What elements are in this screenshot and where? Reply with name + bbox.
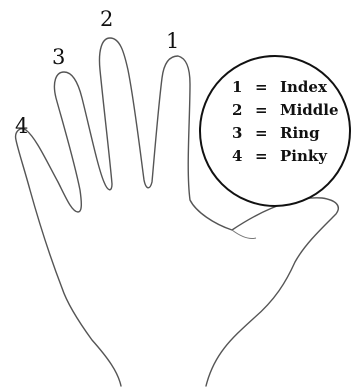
legend-equals: = — [255, 78, 268, 96]
legend-equals: = — [255, 124, 268, 142]
legend-equals: = — [255, 147, 268, 165]
finger-number-middle: 2 — [100, 7, 113, 31]
legend-number: 2 — [232, 101, 242, 119]
legend-name: Pinky — [280, 147, 328, 165]
legend-number: 4 — [232, 147, 242, 165]
legend-name: Index — [280, 78, 328, 96]
legend-circle — [200, 56, 350, 206]
legend-number: 1 — [232, 78, 242, 96]
legend-number: 3 — [232, 124, 242, 142]
legend-name: Middle — [280, 101, 339, 119]
finger-number-ring: 3 — [52, 45, 65, 69]
legend-name: Ring — [280, 124, 320, 142]
legend-equals: = — [255, 101, 268, 119]
finger-number-index: 1 — [166, 29, 179, 53]
finger-number-pinky: 4 — [15, 114, 28, 138]
